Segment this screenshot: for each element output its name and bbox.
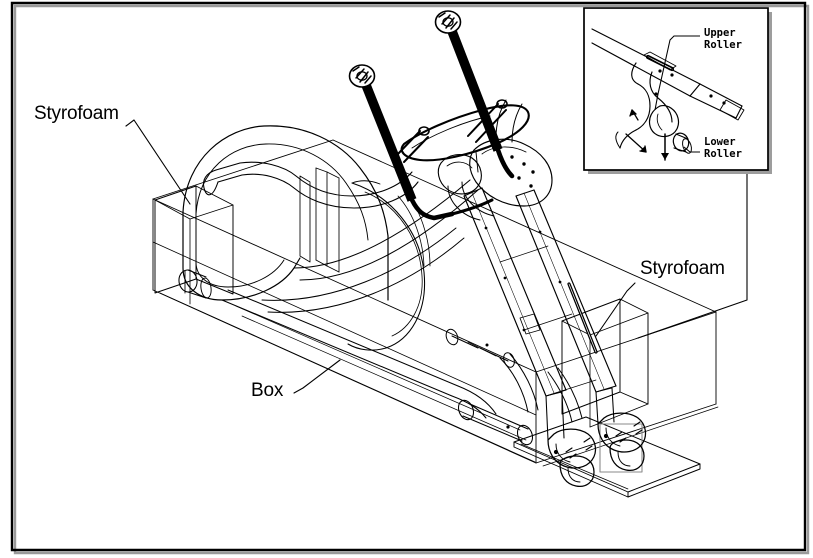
callout-label-styrofoam-right: Styrofoam (640, 258, 725, 279)
console-grip-bar (395, 99, 530, 163)
inset-label-upper-roller: Upper Roller (704, 27, 742, 51)
main-frame-tubes (221, 179, 583, 446)
inset-leader-line (637, 171, 748, 339)
inset-label-lower-roller-line2: Roller (704, 147, 742, 160)
roller-detail-inset (583, 7, 772, 174)
inset-label-lower-roller-line1: Lower (704, 136, 736, 148)
inset-label-upper-roller-line1: Upper (704, 27, 736, 39)
inset-label-upper-roller-line2: Roller (704, 38, 742, 51)
inset-label-lower-roller: Lower Roller (704, 136, 742, 160)
ramp-rail-left (463, 187, 567, 397)
base-plate (513, 416, 701, 498)
shipping-box (152, 139, 719, 467)
leader-box (293, 359, 341, 394)
callout-label-styrofoam-left: Styrofoam (34, 103, 119, 124)
callout-label-box: Box (251, 380, 284, 401)
leader-styrofoam-right (595, 282, 636, 337)
ramp-cross-braces (499, 245, 597, 397)
